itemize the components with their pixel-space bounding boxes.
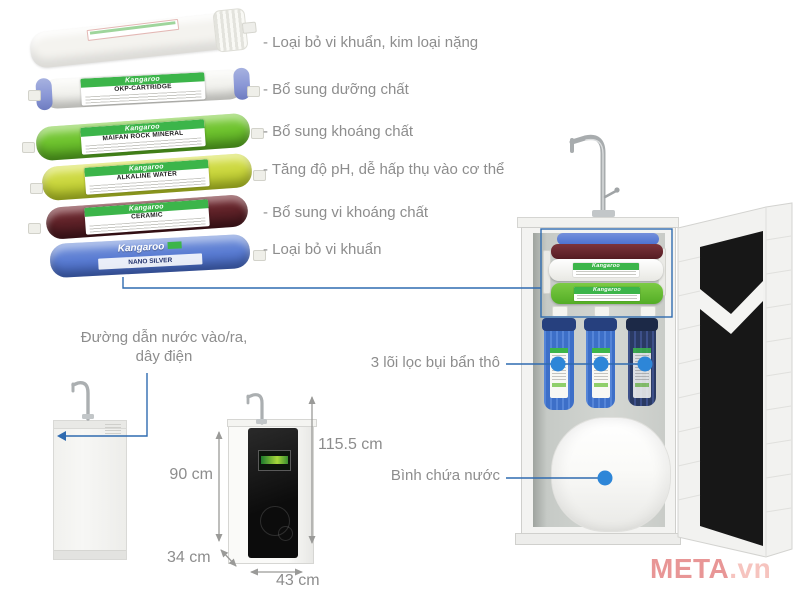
- purifier-side-view: [53, 420, 127, 560]
- note-raise-ph: - Tăng độ pH, dễ hấp thụ vào cơ thể: [263, 161, 505, 178]
- coarse-filter-1: [542, 318, 576, 410]
- cabinet-door: [677, 202, 793, 558]
- label-fineprint: [576, 271, 636, 276]
- brand-banner: Kangaroo: [573, 263, 639, 270]
- storage-tank: [551, 417, 671, 532]
- pipe-fitting: [28, 90, 41, 101]
- note-remove-bacteria-metals: - Loại bỏ vi khuẩn, kim loại nặng: [263, 34, 479, 51]
- watermark-tld: .vn: [729, 553, 772, 584]
- cartridge-label: Kangaroo CERAMIC: [84, 199, 210, 235]
- cartridge-label: Kangaroo: [573, 263, 639, 277]
- door-chevron: [700, 281, 763, 334]
- inner-cartridge-white: Kangaroo: [549, 259, 663, 281]
- pipe-fitting: [253, 250, 266, 261]
- cartridge-t33-white: [28, 7, 257, 70]
- display-screen: [258, 450, 291, 471]
- note-remove-bacteria: - Loại bỏ vi khuẩn: [263, 241, 382, 258]
- cabinet-base: [515, 533, 681, 545]
- cartridge-label: Kangaroo OKP-CARTRIDGE: [80, 72, 206, 106]
- pipe-fitting: [30, 183, 43, 194]
- cartridge-okp: Kangaroo OKP-CARTRIDGE: [35, 67, 251, 111]
- pipe-fitting: [594, 306, 610, 317]
- note-add-nutrients: - Bổ sung dưỡng chất: [263, 81, 409, 98]
- note-add-microminerals: - Bổ sung vi khoáng chất: [263, 204, 429, 221]
- door-black-panel: [700, 231, 763, 546]
- coarse-filter-2: [584, 318, 617, 408]
- green-chip: [167, 241, 182, 250]
- callout-line-nano-silver: [122, 277, 541, 289]
- filter-cap: [542, 318, 576, 331]
- inner-cartridge-ceramic: [551, 244, 663, 259]
- filter-cap: [626, 318, 658, 331]
- brand-banner: Kangaroo: [117, 240, 182, 255]
- cartridge-fitting: [241, 21, 257, 34]
- dimension-cabinet-height: 90 cm: [169, 466, 213, 483]
- dimension-depth: 34 cm: [167, 549, 211, 566]
- pipe-fitting: [28, 223, 41, 234]
- annotation-water-lines-line2: dây điện: [135, 348, 193, 365]
- annotation-water-lines: Đường dẫn nước vào/ra, dây điện: [63, 328, 265, 366]
- annotation-tank: Bình chứa nước: [390, 467, 500, 484]
- filter-label: [591, 348, 610, 398]
- annotation-water-lines-line1: Đường dẫn nước vào/ra,: [80, 329, 248, 346]
- pipe-fitting: [640, 306, 656, 317]
- cabinet-top-edge: [227, 419, 317, 427]
- cabinet-vents: [105, 424, 121, 434]
- filter-label: [550, 348, 568, 398]
- pipe-fitting: [251, 128, 264, 139]
- cartridge-nano-silver: Kangaroo NANO SILVER: [49, 233, 251, 279]
- cabinet-base: [54, 550, 126, 559]
- front-black-panel: [248, 428, 298, 558]
- cartridge-alkaline: Kangaroo ALKALINE WATER: [41, 152, 253, 202]
- faucet-icon: [71, 381, 94, 421]
- filter-label: [633, 348, 651, 398]
- coarse-filter-3: [626, 318, 658, 406]
- dimension-width: 43 cm: [276, 572, 320, 589]
- pipe-fitting: [247, 86, 260, 97]
- faucet-icon: [569, 134, 620, 217]
- cartridge-mini-label: [86, 18, 180, 41]
- cartridge-title: NANO SILVER: [98, 253, 203, 270]
- pipe-fitting: [253, 170, 266, 181]
- dimension-total-height: 115.5 cm: [318, 436, 383, 453]
- inner-cartridge-green: Kangaroo: [551, 283, 663, 304]
- panel-bubble-graphic: [260, 506, 290, 536]
- annotation-coarse-filters: 3 lõi lọc bụi bẩn thô: [370, 354, 500, 371]
- meta-vn-watermark: META.vn: [650, 553, 771, 585]
- note-add-minerals: - Bổ sung khoáng chất: [263, 123, 414, 140]
- watermark-brand: META: [650, 553, 730, 584]
- pipe-fitting: [552, 306, 568, 317]
- cartridge-label: Kangaroo MAIFAN ROCK MINERAL: [80, 119, 206, 155]
- cartridge-label: Kangaroo: [574, 286, 640, 301]
- filter-cap: [584, 318, 617, 331]
- cartridge-ceramic: Kangaroo CERAMIC: [45, 193, 249, 241]
- brand-banner: Kangaroo: [574, 286, 640, 294]
- cartridge-label: Kangaroo ALKALINE WATER: [84, 159, 210, 195]
- pipe-fitting: [22, 142, 35, 153]
- purifier-front-view: [227, 419, 317, 564]
- panel-bubble-graphic: [278, 526, 293, 541]
- label-fineprint: [577, 294, 637, 300]
